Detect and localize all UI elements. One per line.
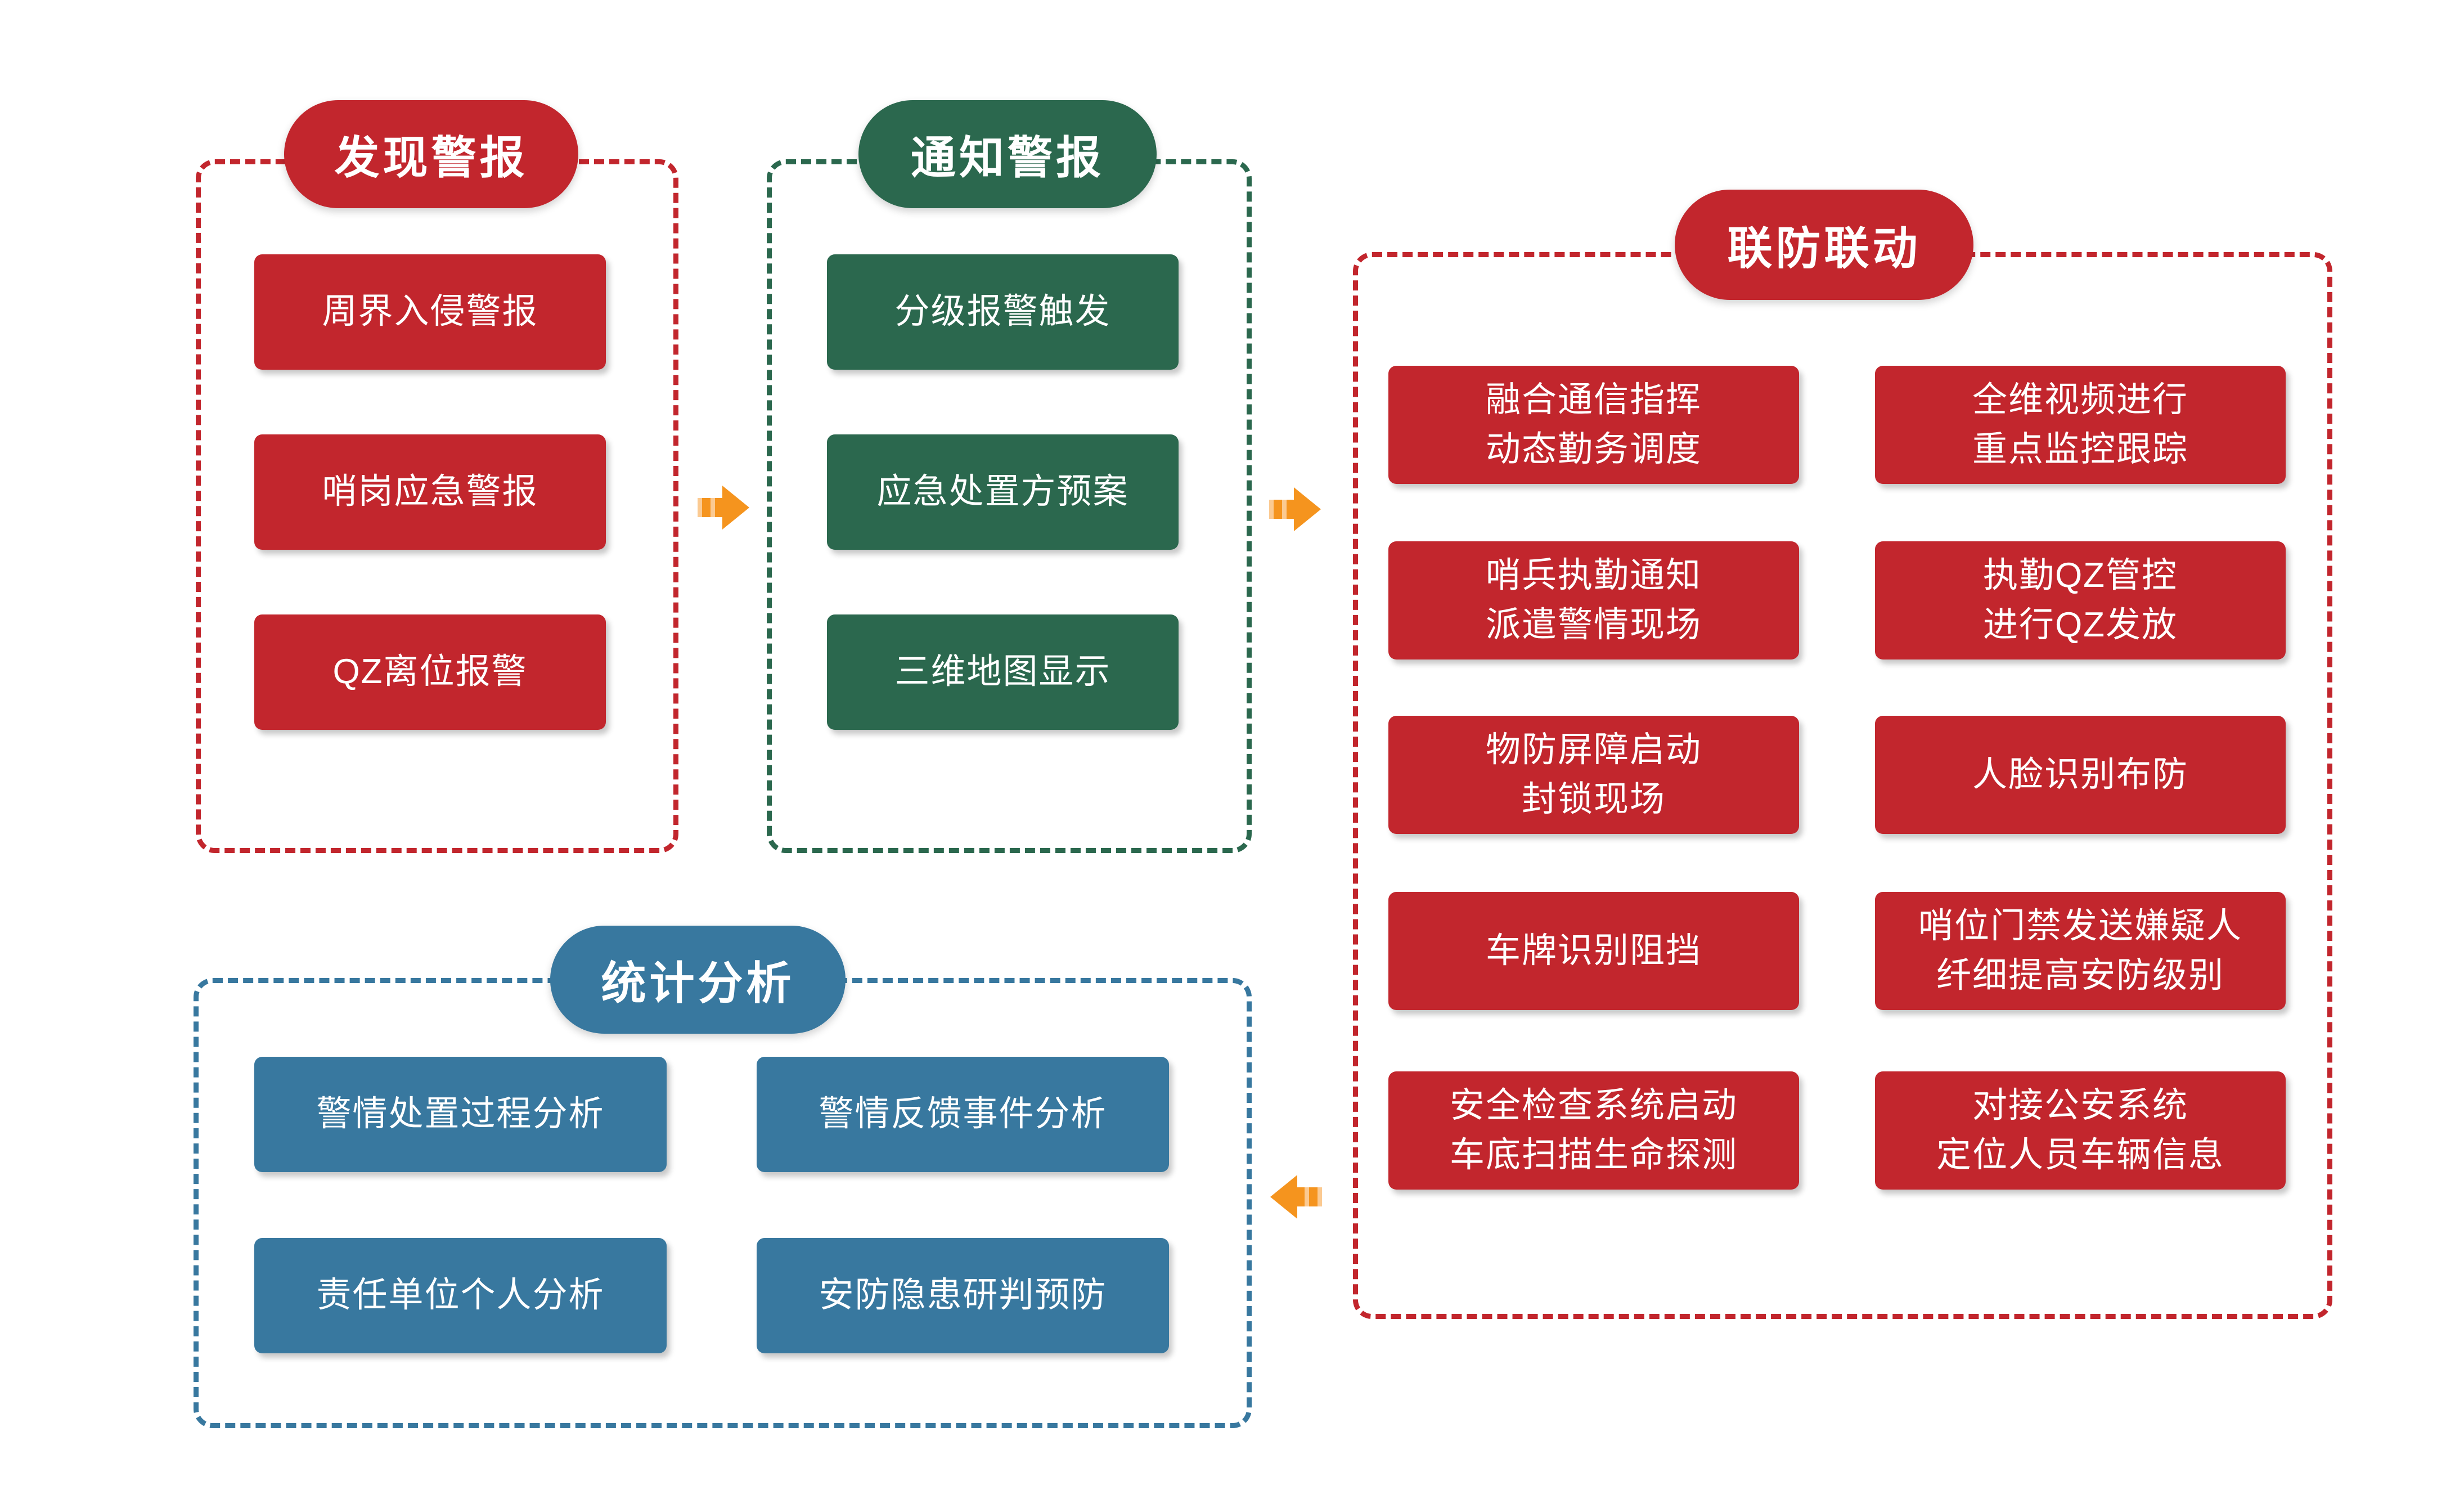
box-alarm-handling-process-analysis: 警情处置过程分析	[254, 1057, 667, 1172]
box-3d-map-display: 三维地图显示	[827, 614, 1179, 730]
box-security-check-life-detect: 安全检查系统启动 车底扫描生命探测	[1388, 1071, 1799, 1190]
box-graded-alarm-trigger: 分级报警触发	[827, 254, 1179, 370]
box-qz-offsite-alarm: QZ离位报警	[254, 614, 606, 730]
box-sentry-emergency-alarm: 哨岗应急警报	[254, 434, 606, 550]
box-sentry-access-suspect-alert: 哨位门禁发送嫌疑人 纤细提高安防级别	[1875, 892, 2286, 1010]
box-responsible-unit-person-analysis: 责任单位个人分析	[254, 1238, 667, 1353]
box-physical-barrier-lockdown: 物防屏障启动 封锁现场	[1388, 716, 1799, 834]
box-perimeter-intrusion-alarm: 周界入侵警报	[254, 254, 606, 370]
discover-alert-pill-title: 发现警报	[284, 100, 578, 208]
box-duty-qz-control: 执勤QZ管控 进行QZ发放	[1875, 541, 2286, 659]
statistics-pill-title: 统计分析	[550, 926, 846, 1034]
box-plate-recognition-block: 车牌识别阻挡	[1388, 892, 1799, 1010]
box-emergency-response-plan: 应急处置方预案	[827, 434, 1179, 550]
flow-arrow-right-icon	[1269, 487, 1321, 531]
box-alarm-feedback-event-analysis: 警情反馈事件分析	[757, 1057, 1169, 1172]
notify-alert-pill-title: 通知警报	[858, 100, 1157, 208]
flow-arrow-left-icon	[1270, 1175, 1322, 1219]
box-police-system-locating: 对接公安系统 定位人员车辆信息	[1875, 1071, 2286, 1190]
box-hidden-danger-prediction: 安防隐患研判预防	[757, 1238, 1169, 1353]
box-fusion-comm-dispatch: 融合通信指挥 动态勤务调度	[1388, 366, 1799, 484]
box-sentry-duty-notice: 哨兵执勤通知 派遣警情现场	[1388, 541, 1799, 659]
joint-defense-pill-title: 联防联动	[1675, 190, 1973, 300]
statistics-panel	[194, 978, 1252, 1428]
flow-arrow-right-icon	[698, 486, 749, 530]
box-fullview-video-tracking: 全维视频进行 重点监控跟踪	[1875, 366, 2286, 484]
box-face-recognition-deploy: 人脸识别布防	[1875, 716, 2286, 834]
